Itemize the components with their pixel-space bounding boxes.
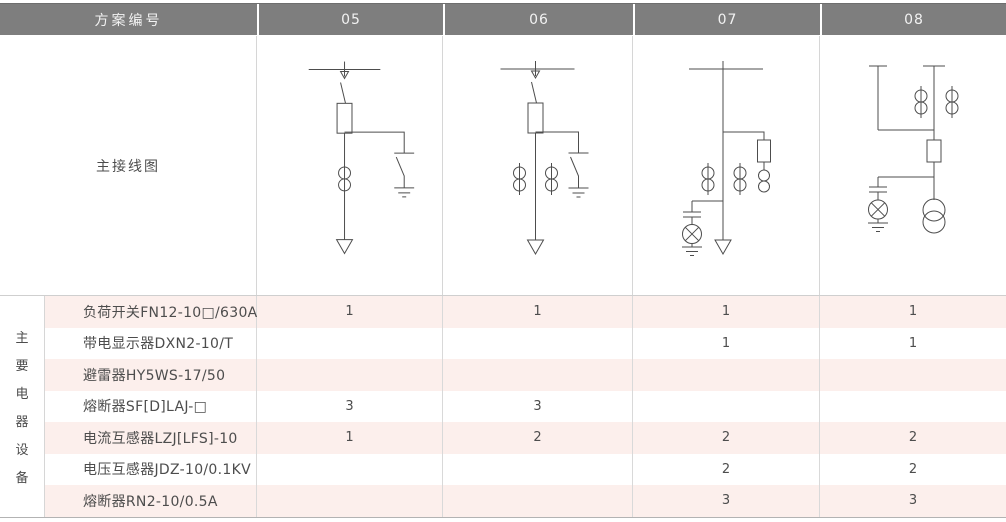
quantity-cell [443,327,633,359]
side-label-char: 电 [15,386,29,402]
voltage-transformer-symbol [922,198,946,234]
fuse-symbol [527,102,544,134]
feeder-arrow [714,239,732,256]
quantity-cell: 2 [443,422,633,454]
header-scheme-06: 06 [445,4,633,35]
current-transformer-symbol [945,86,959,118]
quantity-cell [257,453,443,485]
quantity-cell: 3 [443,390,633,422]
load-switch-symbol [530,61,541,104]
scheme-05-single-line-diagram [308,61,415,255]
scheme-08-single-line-diagram [868,65,959,234]
feeder-arrow [335,239,354,255]
fuse-symbol [926,139,942,163]
table-header-row: 方案编号 05 06 07 08 [0,3,1006,35]
scheme-08-diagram-cell [820,36,1006,295]
scheme-07-single-line-diagram [682,61,771,256]
quantity-cell: 1 [633,296,820,328]
scheme-06-single-line-diagram [500,61,589,256]
scheme-06-diagram-cell [443,36,633,295]
quantity-cell [820,390,1006,422]
main-wiring-diagram-row: 主接线图 [0,36,1006,295]
main-wiring-diagram-label: 主接线图 [0,36,257,295]
quantity-cell: 3 [633,485,820,517]
current-transformer-symbol [338,166,351,192]
quantity-cell: 1 [443,296,633,328]
current-transformer-symbol [513,163,526,195]
header-scheme-05: 05 [259,4,443,35]
scheme-05-diagram-cell [257,36,443,295]
quantity-cell [443,485,633,517]
side-label-char: 备 [15,470,29,486]
quantity-cell: 1 [820,327,1006,359]
quantity-cell [633,390,820,422]
quantity-cell [257,485,443,517]
earthing-switch-symbol [535,131,589,198]
quantity-cell [443,359,633,391]
scheme-07-diagram-cell [633,36,820,295]
side-label-char: 要 [15,358,29,374]
voltage-transformer-symbol [758,162,770,193]
live-display-indicator-symbol [868,176,934,232]
quantity-cell [257,359,443,391]
quantity-cell: 3 [257,390,443,422]
quantity-cell: 1 [633,327,820,359]
earthing-switch-symbol [344,131,415,198]
quantity-cell [443,453,633,485]
quantity-cell: 2 [820,422,1006,454]
equipment-section: 主 要 电 器 设 备 负荷开关FN12-10□/630A 1 1 1 1 带电… [0,295,1006,518]
feeder-arrow [526,239,545,256]
quantity-cell: 1 [820,296,1006,328]
equipment-name: 电流互感器LZJ[LFS]-10 [45,422,257,454]
quantity-cell [257,327,443,359]
fuse-symbol [723,131,771,163]
equipment-name: 熔断器SF[D]LAJ-□ [45,390,257,422]
current-transformer-symbol [733,163,747,195]
quantity-cell [633,359,820,391]
current-transformer-symbol [914,86,928,118]
header-scheme-number-label: 方案编号 [0,4,257,35]
equipment-name: 负荷开关FN12-10□/630A [45,296,257,328]
equipment-side-label: 主 要 电 器 设 备 [0,296,45,517]
quantity-cell: 3 [820,485,1006,517]
quantity-cell: 2 [633,422,820,454]
quantity-cell: 1 [257,422,443,454]
header-scheme-08: 08 [822,4,1006,35]
equipment-name: 熔断器RN2-10/0.5A [45,485,257,517]
quantity-cell: 1 [257,296,443,328]
fuse-symbol [336,102,353,134]
equipment-name: 避雷器HY5WS-17/50 [45,359,257,391]
side-label-char: 设 [15,442,29,458]
incoming-terminals [869,65,945,140]
equipment-name: 带电显示器DXN2-10/T [45,327,257,359]
side-label-char: 器 [15,414,29,430]
equipment-name: 电压互感器JDZ-10/0.1KV [45,453,257,485]
live-display-indicator-symbol [682,200,723,256]
side-label-char: 主 [15,330,29,346]
quantity-cell [820,359,1006,391]
quantity-cell: 2 [820,453,1006,485]
load-switch-symbol [339,61,350,104]
current-transformer-symbol [545,163,558,195]
header-scheme-07: 07 [635,4,820,35]
current-transformer-symbol [701,163,715,195]
quantity-cell: 2 [633,453,820,485]
